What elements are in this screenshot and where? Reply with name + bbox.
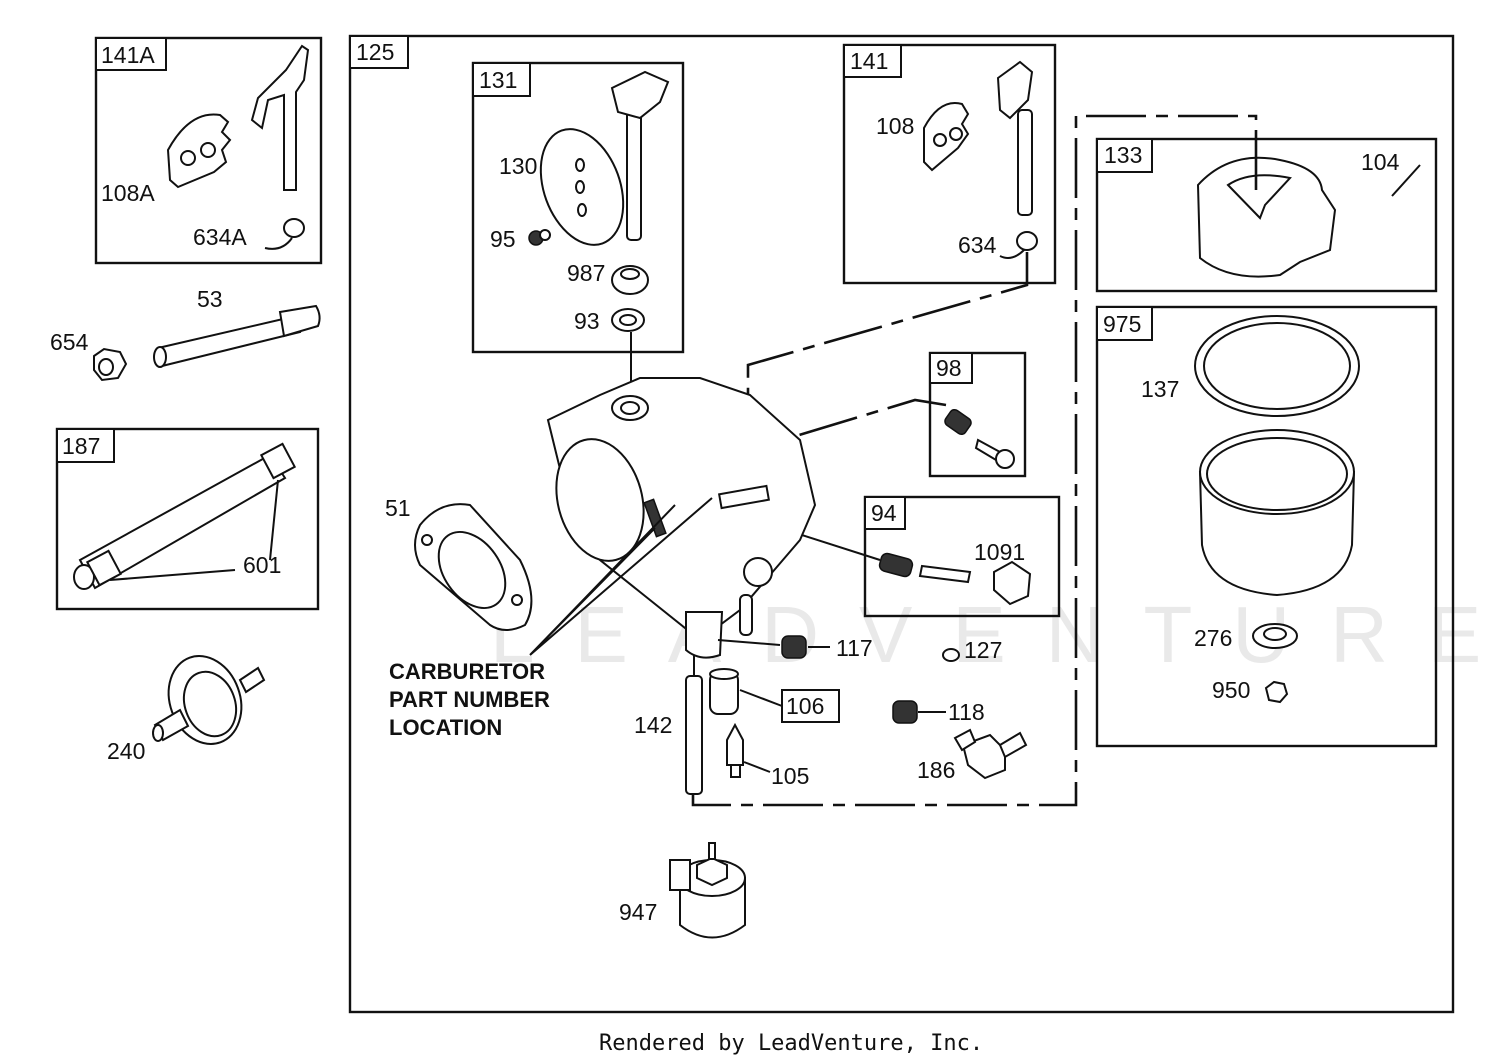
part-number-location-2	[717, 484, 771, 510]
jet-118-shape	[892, 700, 918, 724]
part-label-105[interactable]: 105	[771, 763, 809, 789]
note-line-3: LOCATION	[389, 715, 502, 740]
kit-98[interactable]: 98	[928, 351, 1027, 478]
kit-975[interactable]: 975 137 276 950	[1095, 305, 1438, 748]
part-number-location-1	[643, 498, 667, 538]
tube-142-shape	[685, 675, 703, 795]
part-label-654[interactable]: 654	[50, 329, 89, 355]
kit-141A[interactable]: 141A 108A 634A	[94, 36, 323, 265]
kit-94[interactable]: 94 1091	[863, 495, 1061, 618]
part-label-634A[interactable]: 634A	[193, 224, 247, 250]
part-label-104[interactable]: 104	[1361, 149, 1400, 175]
washer-127-shape	[942, 648, 960, 662]
kit-label-141A: 141A	[101, 42, 155, 68]
part-label-117[interactable]: 117	[836, 635, 873, 661]
kit-187[interactable]: 187 601	[55, 427, 320, 611]
kit-label-133: 133	[1104, 142, 1142, 168]
nut-654[interactable]: 654	[50, 329, 128, 382]
part-label-1091[interactable]: 1091	[974, 539, 1025, 565]
bowl-group-bracket	[691, 114, 1258, 807]
washer-127[interactable]: 127	[942, 637, 1002, 663]
needle-105[interactable]: 105	[726, 722, 809, 789]
carb-pedestal-shape	[685, 611, 724, 659]
needle-105-shape	[726, 722, 744, 766]
part-label-240[interactable]: 240	[107, 738, 145, 764]
kit-label-141: 141	[850, 48, 888, 74]
shaft-shape	[250, 44, 310, 191]
part-label-276[interactable]: 276	[1194, 625, 1232, 651]
kit-label-98: 98	[936, 355, 962, 381]
part-label-108[interactable]: 108	[876, 113, 914, 139]
note-line-2: PART NUMBER	[389, 687, 550, 712]
kit-label-975: 975	[1103, 311, 1141, 337]
gasket-51[interactable]: 51	[385, 495, 533, 631]
limiter-cap-1091-shape	[993, 560, 1032, 606]
part-label-186[interactable]: 186	[917, 757, 955, 783]
part-label-53[interactable]: 53	[197, 286, 223, 312]
kit-125[interactable]: 125	[348, 34, 1455, 1014]
note-leaders	[529, 497, 713, 656]
part-label-93[interactable]: 93	[574, 308, 600, 334]
part-label-950[interactable]: 950	[1212, 677, 1250, 703]
float-shape	[1196, 156, 1337, 278]
fitting-53[interactable]: 53	[153, 286, 321, 368]
kit-label-94: 94	[871, 500, 897, 526]
kit-label-187: 187	[62, 433, 100, 459]
part-label-118[interactable]: 118	[948, 699, 985, 725]
kit-106-tag	[781, 689, 840, 723]
part-label-108A[interactable]: 108A	[101, 180, 155, 206]
footer-credit: Rendered by LeadVenture, Inc.	[599, 1031, 983, 1056]
spring-94-shape	[878, 552, 914, 578]
spring-634-shape	[1016, 231, 1038, 251]
jet-117[interactable]: 117	[717, 635, 873, 661]
part-label-947[interactable]: 947	[619, 899, 657, 925]
kit-label-131: 131	[479, 67, 517, 93]
elbow-186-shape	[961, 733, 1006, 780]
plate-108A-shape	[166, 113, 232, 189]
fuel-filter-240[interactable]: 240	[107, 646, 266, 764]
bolt-950-shape	[1264, 680, 1289, 704]
pin-104-shape	[1391, 164, 1421, 197]
kit-131[interactable]: 131 130 95 987 93	[471, 61, 685, 354]
mixture-screw-shape	[918, 564, 972, 584]
fitting-tube-shape	[156, 314, 302, 368]
kit-label-125: 125	[356, 39, 394, 65]
part-label-130[interactable]: 130	[499, 153, 537, 179]
leader-634	[746, 252, 1029, 420]
kit-106[interactable]: 106	[709, 668, 840, 723]
part-label-987[interactable]: 987	[567, 260, 605, 286]
watermark: LEADVENTURE	[490, 590, 1500, 679]
part-label-634[interactable]: 634	[958, 232, 997, 258]
carb-bore-shape	[555, 438, 645, 562]
part-label-601[interactable]: 601	[243, 552, 281, 578]
part-label-51[interactable]: 51	[385, 495, 411, 521]
elbow-186[interactable]: 186	[917, 728, 1028, 783]
spring-98-shape	[944, 408, 972, 436]
part-label-127[interactable]: 127	[964, 637, 1002, 663]
kit-label-106: 106	[786, 693, 824, 719]
tube-142[interactable]: 142	[634, 655, 703, 795]
part-label-137[interactable]: 137	[1141, 376, 1179, 402]
kit-141[interactable]: 141 108 634	[842, 43, 1057, 285]
part-label-95[interactable]: 95	[490, 226, 516, 252]
carburetor-body[interactable]	[543, 377, 817, 659]
kit-133[interactable]: 133 104	[1095, 137, 1438, 293]
jet-118[interactable]: 118	[892, 699, 985, 725]
part-number-note: CARBURETOR PART NUMBER LOCATION	[389, 497, 713, 740]
throttle-shaft-shape	[626, 109, 642, 241]
choke-lever-shape	[996, 60, 1034, 120]
jet-117-shape	[781, 635, 807, 659]
part-label-142[interactable]: 142	[634, 712, 672, 738]
note-line-1: CARBURETOR	[389, 659, 545, 684]
solenoid-947[interactable]: 947	[619, 842, 746, 939]
